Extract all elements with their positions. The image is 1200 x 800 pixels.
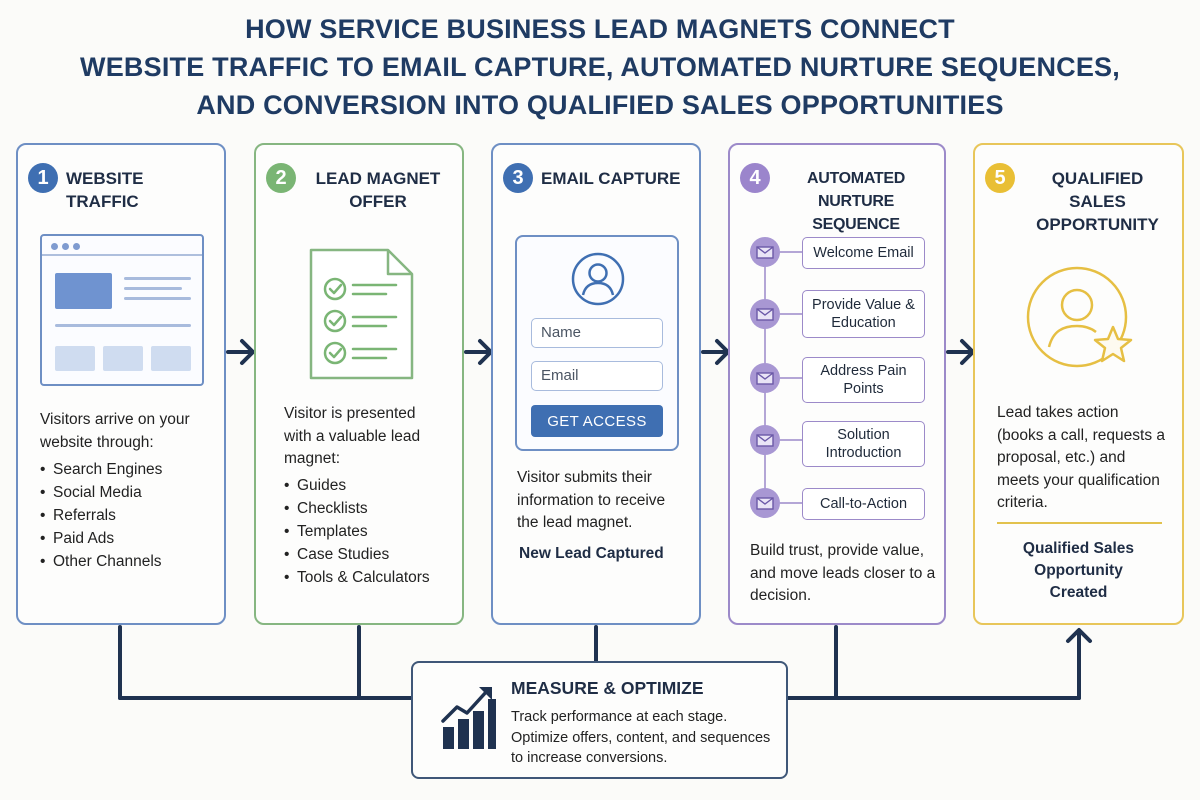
nurture-step: Address Pain Points [802, 357, 925, 403]
step-number-badge: 1 [28, 163, 58, 193]
stage-description: Lead takes action (books a call, request… [997, 404, 1166, 511]
envelope-icon [750, 488, 780, 518]
step-number-badge: 3 [503, 163, 533, 193]
step-number-badge: 4 [740, 163, 770, 193]
stage-title: AUTOMATED NURTURE SEQUENCE [806, 170, 906, 233]
page-title: HOW SERVICE BUSINESS LEAD MAGNETS CONNEC… [0, 10, 1200, 124]
list-item: Tools & Calculators [284, 566, 430, 589]
arrow-right-icon [226, 339, 255, 365]
list-item: Search Engines [40, 458, 162, 481]
list-item: Templates [284, 520, 430, 543]
name-field[interactable]: Name [531, 318, 663, 348]
browser-icon [40, 234, 204, 386]
stage-title: QUALIFIED SALES OPPORTUNITY [1036, 169, 1159, 234]
arrow-right-icon [946, 339, 975, 365]
stage-automated-nurture-sequence: 4 AUTOMATED NURTURE SEQUENCE Welcome Ema… [728, 143, 946, 625]
email-field[interactable]: Email [531, 361, 663, 391]
stage-qualified-sales-opportunity: 5 QUALIFIED SALES OPPORTUNITY Lead takes… [973, 143, 1184, 625]
arrow-up-icon [1066, 628, 1092, 643]
stage-description: Visitor is presented with a valuable lea… [284, 405, 421, 467]
list-item: Case Studies [284, 543, 430, 566]
envelope-icon [750, 363, 780, 393]
arrow-right-icon [464, 339, 493, 365]
divider [997, 522, 1162, 524]
stage-email-capture: 3 EMAIL CAPTURE Name Email GET ACCESS Vi… [491, 143, 701, 625]
measure-title: MEASURE & OPTIMIZE [511, 678, 704, 698]
step-number-badge: 5 [985, 163, 1015, 193]
arrow-right-icon [701, 339, 730, 365]
stage-header: 1 WEBSITE TRAFFIC [18, 163, 224, 213]
title-line-2: WEBSITE TRAFFIC TO EMAIL CAPTURE, AUTOMA… [80, 52, 1120, 82]
nurture-step: Welcome Email [802, 237, 925, 269]
nurture-step: Solution Introduction [802, 421, 925, 467]
result-text: Qualified Sales Opportunity Created [1022, 540, 1135, 601]
user-icon [571, 252, 625, 306]
list-item: Checklists [284, 497, 430, 520]
stage-title: EMAIL CAPTURE [541, 169, 681, 188]
step-number-badge: 2 [266, 163, 296, 193]
envelope-icon [750, 299, 780, 329]
title-line-3: AND CONVERSION INTO QUALIFIED SALES OPPO… [196, 90, 1004, 120]
list-item: Guides [284, 474, 430, 497]
measure-optimize-box: MEASURE & OPTIMIZE Track performance at … [411, 661, 788, 779]
measure-description: Track performance at each stage. Optimiz… [511, 709, 771, 766]
nurture-step: Call-to-Action [802, 488, 925, 520]
list-item: Referrals [40, 504, 162, 527]
traffic-channel-list: Search Engines Social Media Referrals Pa… [40, 458, 162, 573]
stage-title: WEBSITE TRAFFIC [66, 169, 144, 211]
list-item: Paid Ads [40, 527, 162, 550]
signup-form-illustration: Name Email GET ACCESS [515, 235, 679, 451]
list-item: Other Channels [40, 550, 162, 573]
title-line-1: HOW SERVICE BUSINESS LEAD MAGNETS CONNEC… [245, 14, 955, 44]
envelope-icon [750, 425, 780, 455]
lead-magnet-type-list: Guides Checklists Templates Case Studies… [284, 474, 430, 589]
growth-chart-icon [441, 687, 496, 749]
stage-website-traffic: 1 WEBSITE TRAFFIC Visitors arrive on you… [16, 143, 226, 625]
sequence-connector [764, 251, 802, 504]
user-star-icon [1026, 266, 1133, 368]
stage-description: Build trust, provide value, and move lea… [750, 542, 936, 604]
result-label: New Lead Captured [519, 545, 664, 562]
stage-description: Visitor submits their information to rec… [517, 469, 666, 531]
stage-description: Visitors arrive on your website through: [40, 411, 190, 451]
result-label: Qualified Sales Opportunity Created [975, 538, 1182, 604]
checklist-document-icon [309, 248, 414, 380]
nurture-step: Provide Value & Education [802, 290, 925, 338]
stage-header: 2 LEAD MAGNET OFFER [256, 163, 462, 213]
stage-lead-magnet-offer: 2 LEAD MAGNET OFFER Visitor is presented… [254, 143, 464, 625]
stage-header: 5 QUALIFIED SALES OPPORTUNITY [975, 163, 1182, 236]
stage-header: 4 AUTOMATED NURTURE SEQUENCE [730, 163, 944, 236]
get-access-button[interactable]: GET ACCESS [531, 405, 663, 437]
envelope-icon [750, 237, 780, 267]
stage-header: 3 EMAIL CAPTURE [493, 163, 699, 193]
stage-title: LEAD MAGNET OFFER [315, 169, 441, 211]
list-item: Social Media [40, 481, 162, 504]
